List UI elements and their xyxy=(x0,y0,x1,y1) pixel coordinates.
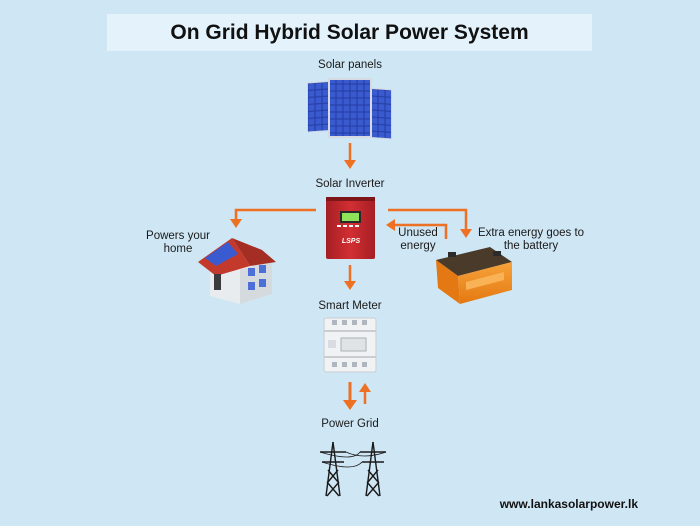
title-banner: On Grid Hybrid Solar Power System xyxy=(107,14,592,51)
arrow-inverter-to-battery xyxy=(388,208,472,238)
label-powers-home: Powers your home xyxy=(146,230,210,255)
smart-meter-icon xyxy=(323,317,377,373)
arrow-inverter-to-home xyxy=(230,208,316,228)
label-unused-energy: Unused energy xyxy=(398,227,438,252)
arrow-inverter-to-meter xyxy=(344,265,356,290)
inverter-icon: LSPS xyxy=(326,197,375,259)
page-title: On Grid Hybrid Solar Power System xyxy=(170,20,529,44)
label-battery: Extra energy goes to the battery xyxy=(477,227,585,252)
label-smart-meter: Smart Meter xyxy=(318,300,382,312)
website-url: www.lankasolarpower.lk xyxy=(499,497,638,511)
label-solar-inverter: Solar Inverter xyxy=(315,178,385,190)
flow-arrows xyxy=(230,143,472,410)
power-grid-icon xyxy=(319,441,387,497)
inverter-brand: LSPS xyxy=(342,238,361,245)
arrow-meter-to-grid xyxy=(343,382,357,410)
arrow-grid-to-meter xyxy=(359,383,371,404)
arrow-panels-to-inverter xyxy=(344,143,356,169)
label-solar-panels: Solar panels xyxy=(318,59,382,71)
house-icon xyxy=(198,238,276,304)
tower-left xyxy=(320,441,346,497)
tower-right xyxy=(360,441,386,497)
solar-panels-icon xyxy=(307,78,392,140)
arrow-unused-to-inverter xyxy=(386,219,448,239)
battery-icon xyxy=(436,247,512,304)
label-power-grid: Power Grid xyxy=(321,418,379,430)
